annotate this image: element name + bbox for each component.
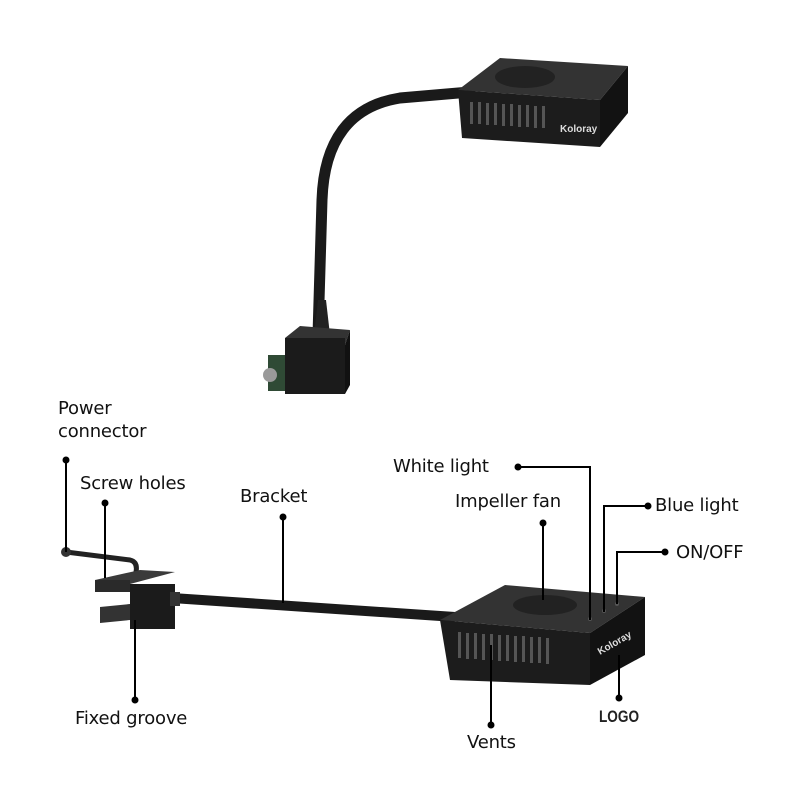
callout-dots [62,456,669,729]
brand-logo: Koloray [560,124,598,135]
label-power-connector: Power connector [58,397,147,443]
bottom-clamp [95,570,180,629]
fan-grille-icon [495,66,555,88]
label-screw-holes: Screw holes [80,473,186,494]
label-power-connector-line2: connector [58,421,147,442]
label-fixed-groove: Fixed groove [75,708,188,729]
label-bracket: Bracket [240,486,308,507]
bottom-lamp: Koloray [61,547,645,685]
bottom-light-unit: Koloray [440,585,645,685]
label-white-light: White light [393,456,489,477]
top-clamp [263,326,350,394]
label-logo: LOGO [599,707,640,726]
callout-lines [65,460,665,725]
label-power-connector-line1: Power [58,398,112,419]
label-vents: Vents [467,732,516,753]
impeller-fan-icon [513,595,577,615]
label-blue-light: Blue light [655,495,739,516]
label-on-off: ON/OFF [676,542,744,563]
bracket-rod [171,593,456,622]
top-lamp: Koloray [263,58,628,394]
top-light-unit: Koloray [458,58,628,147]
label-impeller-fan: Impeller fan [455,491,561,512]
gooseneck-arm [312,86,476,341]
